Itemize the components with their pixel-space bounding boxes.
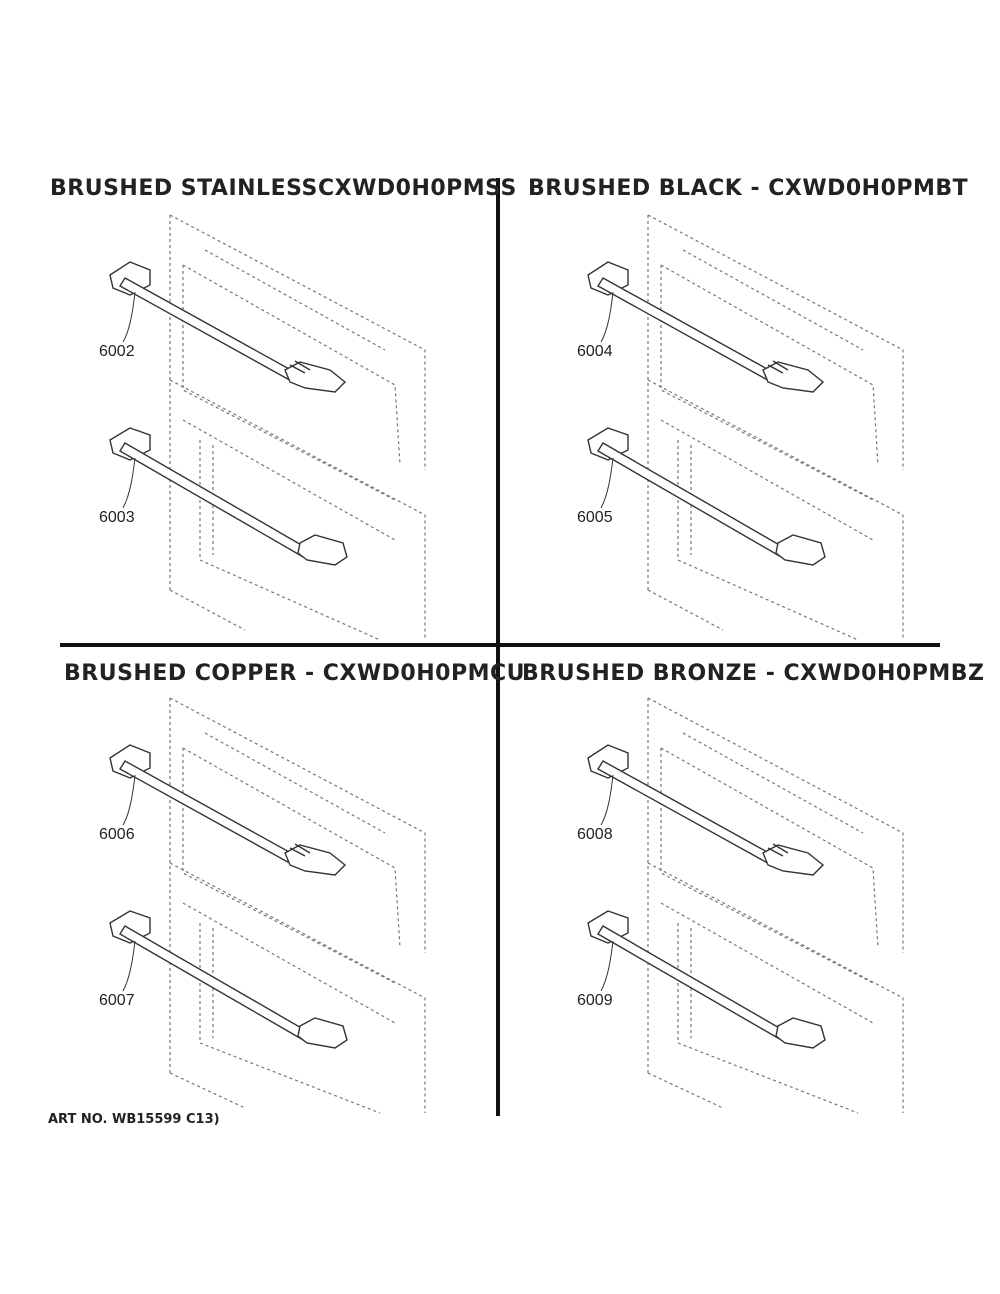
finish-name: BRUSHED STAINLESS — [50, 176, 318, 201]
finish-model: BRUSHED BRONZE - CXWD0H0PMBZ — [522, 661, 985, 686]
vertical-divider — [496, 178, 500, 1116]
part-number-label: 6005 — [577, 509, 613, 526]
art-number: ART NO. WB15599 C13) — [48, 1112, 220, 1127]
finish-model: BRUSHED BLACK - CXWD0H0PMBT — [528, 176, 969, 201]
finish-model: BRUSHED COPPER - CXWD0H0PMCU — [64, 661, 525, 686]
lower-handle — [109, 910, 348, 1049]
leader-line — [600, 457, 614, 509]
leader-line — [122, 291, 136, 343]
quadrant-title-black: BRUSHED BLACK - CXWD0H0PMBT — [528, 176, 968, 201]
part-number-label: 6009 — [577, 992, 613, 1009]
lower-handle — [587, 910, 826, 1049]
oven-door-diagram-black: 6004 6005 — [577, 214, 904, 641]
door-outlines — [169, 697, 426, 1114]
upper-handle — [109, 744, 347, 876]
part-number-label: 6003 — [99, 509, 135, 526]
door-outlines — [169, 214, 426, 641]
upper-handle — [587, 744, 825, 876]
quadrant-title-stainless: BRUSHED STAINLESS — [50, 176, 318, 201]
lower-handle — [109, 427, 348, 566]
part-number-label: 6002 — [99, 343, 135, 360]
leader-line — [600, 940, 614, 992]
oven-door-diagram-bronze: 6008 6009 — [577, 697, 904, 1114]
quadrant-model-stainless: CXWD0H0PMSS — [318, 176, 517, 201]
lower-handle — [587, 427, 826, 566]
part-number-label: 6007 — [99, 992, 135, 1009]
leader-line — [600, 291, 614, 343]
model-number: CXWD0H0PMSS — [318, 176, 517, 201]
horizontal-divider — [60, 643, 940, 647]
upper-handle — [587, 261, 825, 393]
leader-line — [122, 940, 136, 992]
leader-line — [122, 457, 136, 509]
oven-door-diagram-stainless: 6002 6003 — [99, 214, 426, 641]
door-outlines — [647, 697, 904, 1114]
part-number-label: 6008 — [577, 826, 613, 843]
quadrant-title-bronze: BRUSHED BRONZE - CXWD0H0PMBZ — [522, 661, 984, 686]
part-number-label: 6006 — [99, 826, 135, 843]
leader-line — [600, 774, 614, 826]
quadrant-title-copper: BRUSHED COPPER - CXWD0H0PMCU — [64, 661, 525, 686]
door-outlines — [647, 214, 904, 641]
part-number-label: 6004 — [577, 343, 613, 360]
leader-line — [122, 774, 136, 826]
upper-handle — [109, 261, 347, 393]
oven-door-diagram-copper: 6006 6007 — [99, 697, 426, 1114]
